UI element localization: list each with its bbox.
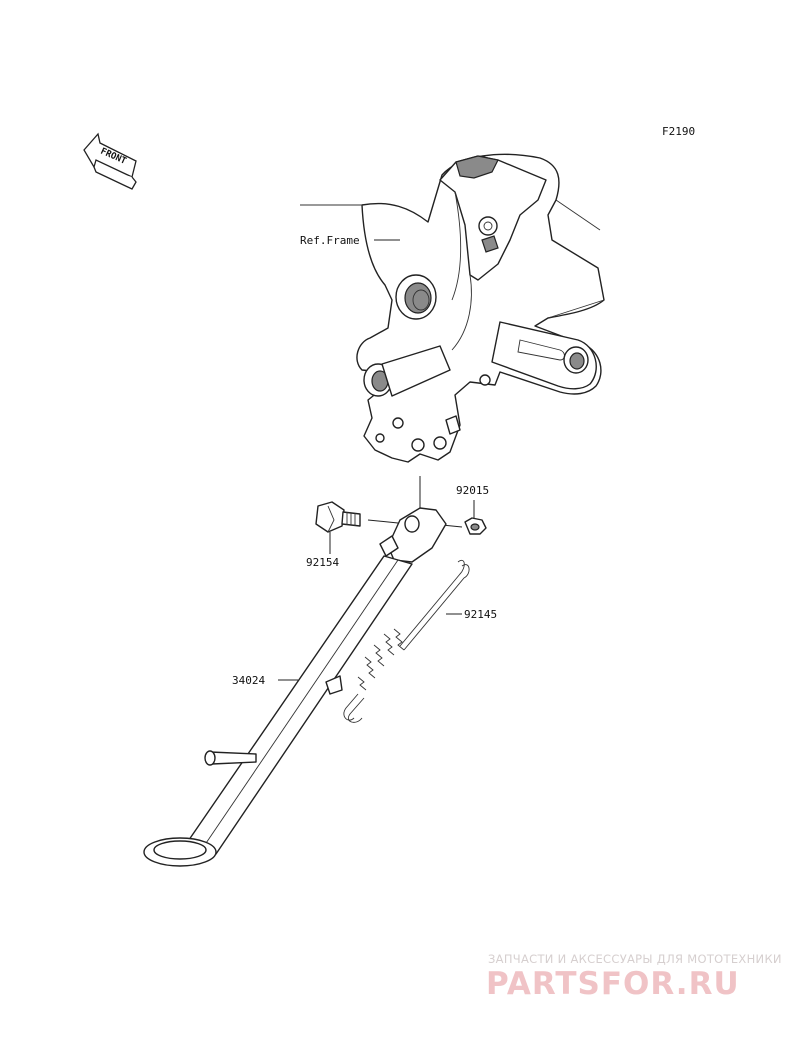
side-stand-34024 (143, 507, 447, 867)
watermark-brand: PARTSFOR.RU (486, 966, 740, 1002)
spring-92145 (343, 560, 470, 723)
watermark-subtitle: ЗАПЧАСТИ И АКСЕССУАРЫ ДЛЯ МОТОТЕХНИКИ (488, 952, 782, 966)
bolt-92154 (315, 501, 361, 533)
label-92145: 92145 (464, 608, 497, 621)
label-34024: 34024 (232, 674, 265, 687)
nut-92015 (464, 517, 487, 535)
ref-frame-part (300, 153, 605, 463)
label-92015: 92015 (456, 484, 489, 497)
label-92154: 92154 (306, 556, 339, 569)
front-arrow-icon: FRONT (83, 132, 137, 190)
figure-code: F2190 (662, 125, 695, 138)
ref-frame-label: Ref.Frame (300, 234, 360, 247)
